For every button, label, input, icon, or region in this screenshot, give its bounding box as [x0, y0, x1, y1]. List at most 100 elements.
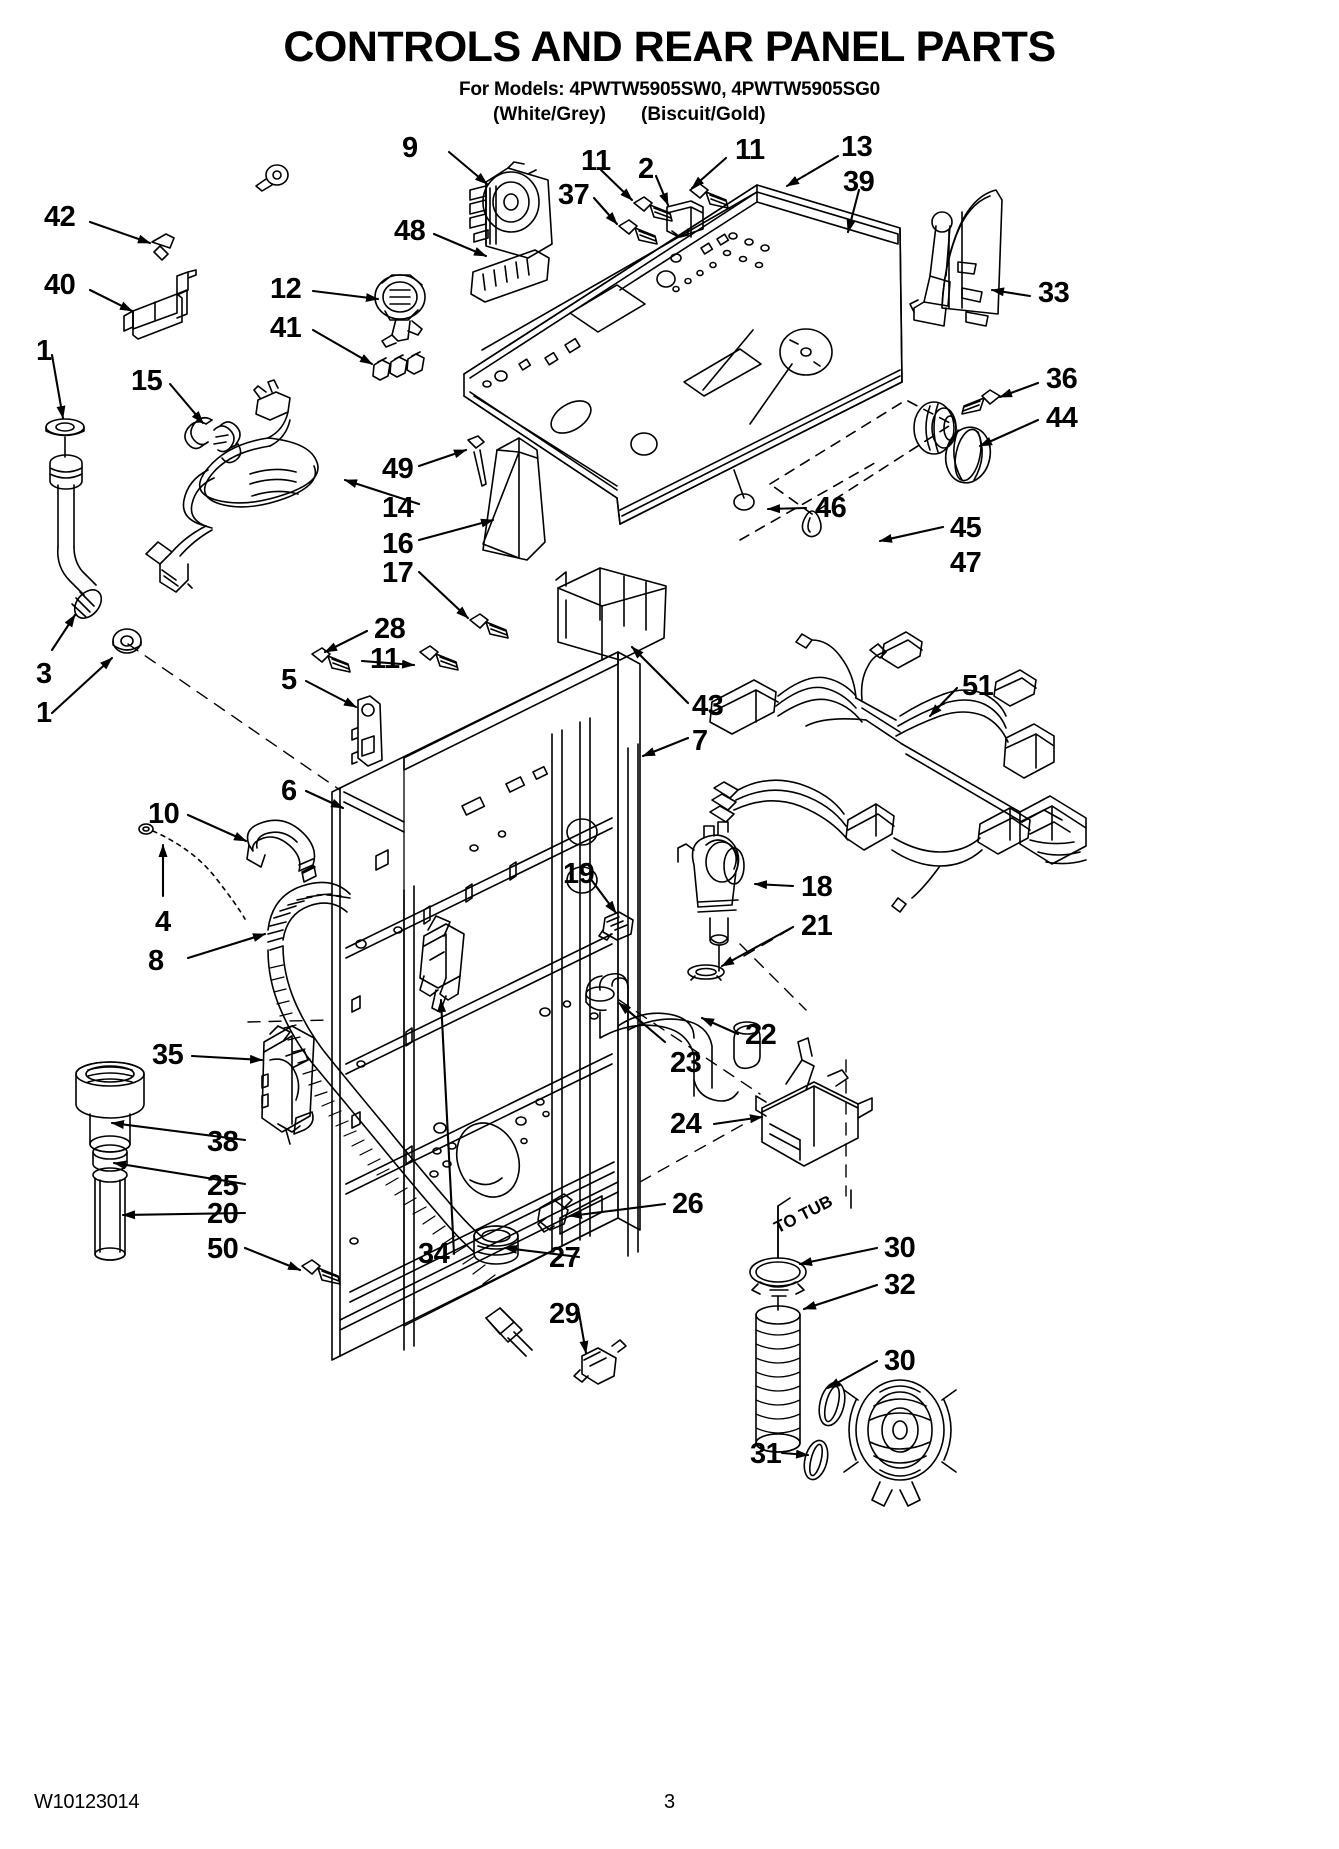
part-47-dashed-region: [739, 399, 953, 541]
callout-number-34: 34: [418, 1238, 450, 1270]
callout-number-8: 8: [148, 945, 164, 977]
part-27-clamp: [473, 1225, 519, 1265]
alignment-guides: [127, 643, 847, 1197]
part-44-skirt: [944, 426, 992, 484]
callout-number-13: 13: [841, 131, 873, 163]
callout-number-39: 39: [843, 166, 875, 198]
part-1-3-inlet-tube: [45, 418, 142, 654]
part-22-23-hoses: [585, 972, 761, 1102]
callout-number-51: 51: [962, 670, 994, 702]
callout-number-24: 24: [670, 1108, 702, 1140]
callout-number-11: 11: [581, 145, 611, 177]
callout-number-12: 12: [270, 273, 302, 305]
color-variant-right: (Biscuit/Gold): [641, 103, 766, 125]
callout-number-11: 11: [735, 134, 765, 166]
footer-page-number: 3: [663, 1791, 676, 1813]
callout-number-27: 27: [549, 1242, 581, 1274]
part-35-pump-bracket: [261, 1025, 315, 1145]
part-18-water-valve: [677, 821, 745, 972]
callout-number-32: 32: [884, 1269, 916, 1301]
part-29-connector: [573, 1339, 627, 1385]
part-32-drain-hose: [755, 1295, 801, 1453]
callout-number-2: 2: [638, 153, 654, 185]
callout-number-1: 1: [36, 697, 52, 729]
callout-number-35: 35: [152, 1039, 184, 1071]
part-26-clip: [537, 1193, 573, 1233]
part-46-cap: [801, 510, 822, 538]
callout-number-5: 5: [281, 664, 297, 696]
part-19-connector: [598, 911, 634, 941]
callout-number-49: 49: [382, 453, 414, 485]
callout-number-23: 23: [670, 1047, 702, 1079]
callout-number-4: 4: [155, 906, 171, 938]
callout-number-46: 46: [815, 492, 847, 524]
callout-number-17: 17: [382, 557, 414, 589]
callout-number-25: 25: [207, 1170, 239, 1202]
callout-number-11: 11: [370, 643, 400, 675]
callout-number-41: 41: [270, 312, 302, 344]
part-5-hinge: [351, 695, 383, 767]
callout-number-19: 19: [563, 858, 595, 890]
part-15-clip: [184, 416, 242, 464]
part-6-7-rear-panel: [331, 651, 641, 1361]
callout-number-28: 28: [374, 613, 406, 645]
callout-number-22: 22: [745, 1019, 777, 1051]
part-16-end-cap: [482, 437, 546, 561]
callout-number-31: 31: [750, 1438, 782, 1470]
part-49-screw: [467, 435, 487, 487]
part-45-knob: [913, 401, 957, 455]
part-21-gasket: [687, 964, 725, 981]
part-4-ground-wire: [138, 823, 246, 920]
part-13-39-console: [463, 184, 903, 525]
callout-number-48: 48: [394, 215, 426, 247]
part-10-cord-clamp: [246, 819, 317, 883]
callout-number-1: 1: [36, 335, 52, 367]
callout-number-50: 50: [207, 1233, 239, 1265]
callout-number-7: 7: [692, 725, 708, 757]
part-41-connectors: [372, 351, 425, 381]
part-9-timer-module: [469, 161, 553, 259]
callout-number-38: 38: [207, 1126, 239, 1158]
leader-lines: [50, 150, 1040, 1459]
callout-number-40: 40: [44, 269, 76, 301]
callout-number-14: 14: [382, 492, 414, 524]
part-17-28-11-screws: [311, 613, 509, 673]
part-14-power-cord: [145, 379, 319, 593]
part-40-bracket: [123, 269, 197, 340]
part-30-lower-ring: [818, 1381, 846, 1427]
part-38-25-20-drain: [75, 1061, 145, 1261]
part-24-dispenser: [755, 1037, 873, 1167]
part-36-screw: [961, 389, 1001, 415]
callout-number-42: 42: [44, 201, 76, 233]
part-34-internal-bracket: [419, 915, 465, 1013]
callout-number-10: 10: [148, 798, 180, 830]
part-8-drain-hose: [267, 881, 533, 1357]
callout-number-44: 44: [1046, 402, 1078, 434]
callout-number-45: 45: [950, 512, 982, 544]
to-tub-leader: [777, 1189, 852, 1259]
color-variant-left: (White/Grey): [493, 103, 606, 125]
callout-number-29: 29: [549, 1298, 581, 1330]
callout-number-43: 43: [692, 690, 724, 722]
part-31-ring: [803, 1439, 829, 1481]
color-variants: (White/Grey) (Biscuit/Gold): [0, 104, 1339, 128]
part-51-wire-harness: [709, 631, 1087, 913]
callout-number-9: 9: [402, 132, 418, 164]
part-42-terminal: [151, 233, 175, 261]
callout-number-37: 37: [558, 179, 590, 211]
callout-number-20: 20: [207, 1198, 239, 1230]
callout-number-16: 16: [382, 528, 414, 560]
pump-assembly: [843, 1379, 957, 1507]
page-title: CONTROLS AND REAR PANEL PARTS: [283, 23, 1056, 71]
callout-number-6: 6: [281, 775, 297, 807]
callout-number-26: 26: [672, 1188, 704, 1220]
callout-number-36: 36: [1046, 363, 1078, 395]
callout-number-47: 47: [950, 547, 982, 579]
footer-document-code: W10123014: [34, 1791, 140, 1813]
callout-number-33: 33: [1038, 277, 1070, 309]
top-small-clip: [255, 164, 289, 192]
page-header: CONTROLS AND REAR PANEL PARTS For Models…: [0, 26, 1339, 128]
callout-number-21: 21: [801, 910, 833, 942]
